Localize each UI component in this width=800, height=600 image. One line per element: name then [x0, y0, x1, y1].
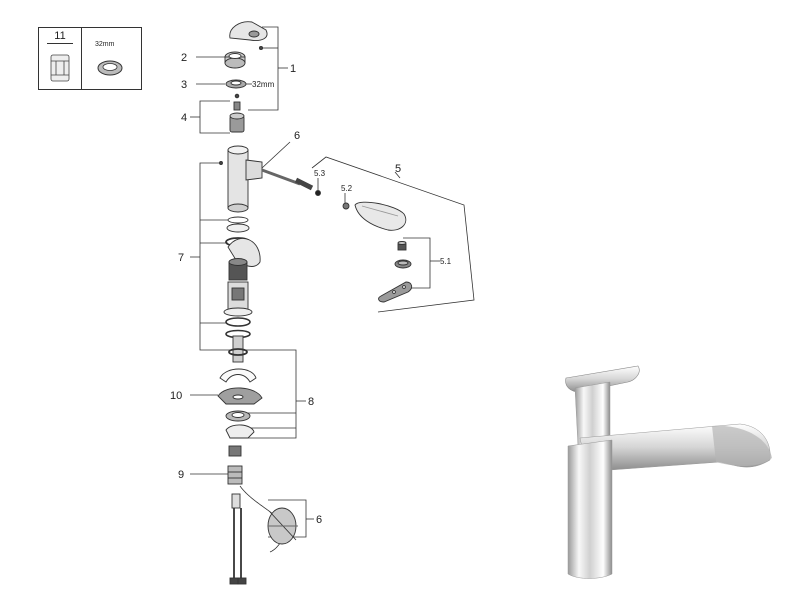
inset-part-number: 11 — [54, 30, 66, 42]
callout-5-3: 5.3 — [314, 169, 326, 178]
callout-10: 10 — [170, 390, 182, 402]
inset-divider — [81, 28, 82, 89]
inset-number-underline — [47, 43, 73, 44]
callout-9: 9 — [178, 469, 184, 481]
callout-5-1: 5.1 — [440, 257, 452, 266]
callout-2: 2 — [181, 52, 187, 64]
inset-adapter-sleeve — [50, 54, 70, 82]
callout-3-size: 32mm — [252, 80, 275, 89]
inset-size-label: 32mm — [95, 41, 115, 48]
callout-4: 4 — [181, 112, 187, 124]
callout-6-top: 6 — [294, 130, 300, 142]
callout-1: 1 — [290, 63, 296, 75]
faucet-product-image — [565, 365, 772, 579]
exploded-parts — [217, 21, 413, 585]
callout-5: 5 — [395, 163, 401, 175]
callout-8: 8 — [308, 396, 314, 408]
spare-part-inset-box: 11 32mm — [38, 27, 142, 90]
inset-drawings — [50, 54, 123, 82]
callout-5-2: 5.2 — [341, 184, 353, 193]
callout-3: 3 — [181, 79, 187, 91]
inset-ring — [97, 60, 123, 76]
callout-7: 7 — [178, 252, 184, 264]
callout-labels: 1 2 3 32mm 4 6 5 5.3 5.2 5.1 7 8 10 9 6 — [170, 52, 452, 526]
callout-6-bottom: 6 — [316, 514, 322, 526]
